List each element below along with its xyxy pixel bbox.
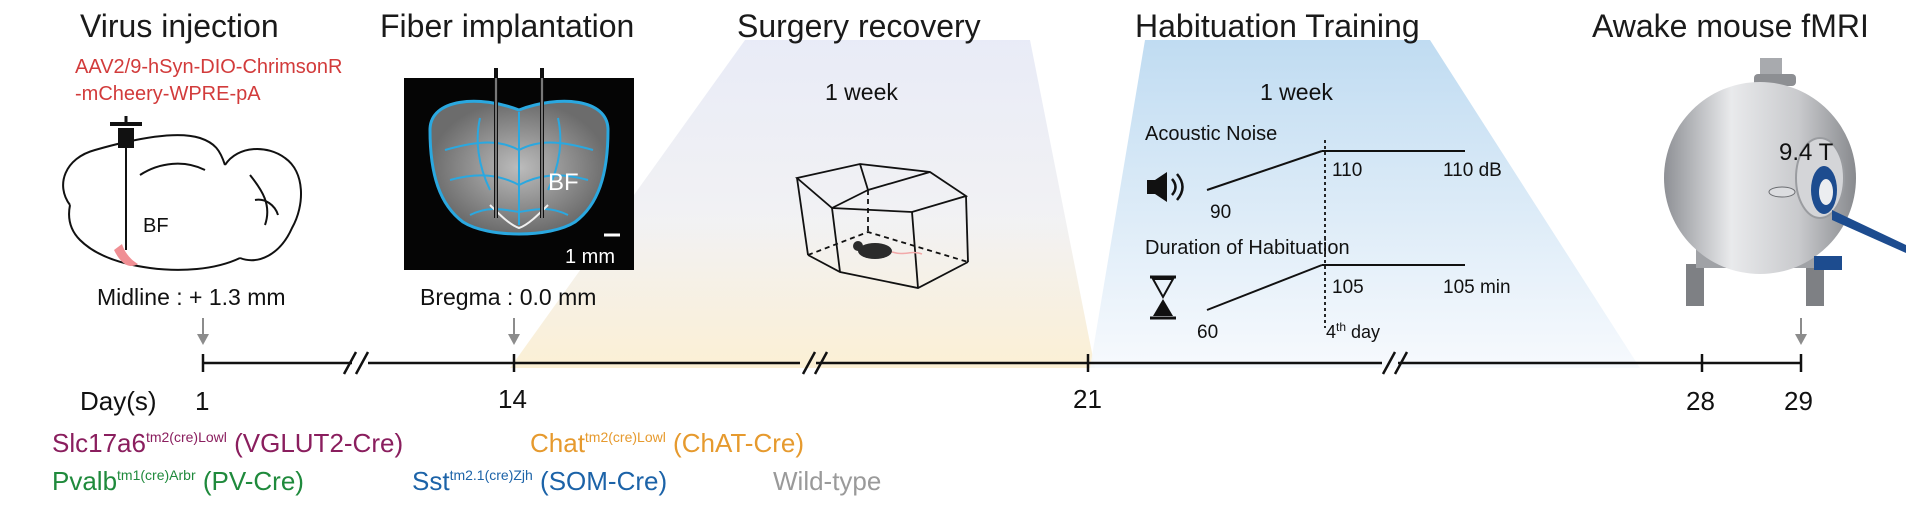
field-strength-label: 9.4 T <box>1779 139 1834 166</box>
cage-icon <box>795 163 969 289</box>
day-label: 1 <box>195 386 209 416</box>
day-label: 28 <box>1686 386 1715 416</box>
hourglass-icon <box>1150 275 1176 320</box>
habituation-duration-label: Duration of Habituation <box>1145 237 1350 259</box>
brain-slice-icon <box>404 68 634 270</box>
arrow-down-icon <box>1795 318 1807 345</box>
fourth-day-label: 4th day <box>1326 320 1380 342</box>
virus-construct-line1: AAV2/9-hSyn-DIO-ChrimsonR <box>75 56 342 78</box>
scale-bar-label: 1 mm <box>565 246 615 268</box>
noise-end-value: 110 dB <box>1443 160 1502 181</box>
strain-chat: Chattm2(cre)Lowl (ChAT-Cre) <box>530 428 804 458</box>
habituation-duration-curve <box>1206 264 1465 311</box>
virus-construct-line2: -mCheery-WPRE-pA <box>75 83 261 105</box>
noise-start-value: 90 <box>1210 202 1231 223</box>
virus-coordinate: Midline : + 1.3 mm <box>97 284 286 310</box>
arrow-down-icon <box>197 318 209 345</box>
virus-region-label: BF <box>143 215 169 237</box>
timeline-axis-label: Day(s) <box>80 386 157 416</box>
day-label: 14 <box>498 384 527 414</box>
timeline-break-marks <box>342 351 1409 375</box>
duration-mid-value: 105 <box>1332 277 1364 298</box>
strain-wild-type: Wild-type <box>773 466 881 496</box>
sagittal-brain-outline <box>62 134 302 271</box>
injection-site-marker <box>114 244 138 267</box>
fiber-region-label: BF <box>548 169 579 196</box>
syringe-icon <box>110 116 142 250</box>
arrow-down-icon <box>508 318 520 345</box>
habituation-stage-title: Habituation Training <box>1135 8 1420 44</box>
strain-vglut2: Slc17a6tm2(cre)Lowl (VGLUT2-Cre) <box>52 428 403 458</box>
mouse-icon <box>853 241 923 259</box>
duration-start-value: 60 <box>1197 322 1218 343</box>
timeline-ticks <box>201 354 1803 372</box>
strain-pv: Pvalbtm1(cre)Arbr (PV-Cre) <box>52 466 304 496</box>
mri-scanner-icon <box>1664 58 1906 306</box>
acoustic-noise-label: Acoustic Noise <box>1145 123 1277 145</box>
surgery-stage-title: Surgery recovery <box>737 8 981 44</box>
virus-stage-title: Virus injection <box>80 8 279 44</box>
noise-mid-value: 110 <box>1332 160 1362 181</box>
surgery-duration: 1 week <box>825 79 898 105</box>
fmri-stage-title: Awake mouse fMRI <box>1592 8 1869 44</box>
habituation-band <box>1090 40 1640 368</box>
day-label: 29 <box>1784 386 1813 416</box>
surgery-recovery-band <box>510 40 1095 368</box>
fiber-coordinate: Bregma : 0.0 mm <box>420 284 596 310</box>
strain-som: Ssttm2.1(cre)Zjh (SOM-Cre) <box>412 466 667 496</box>
acoustic-noise-curve <box>1206 150 1465 191</box>
day-label: 21 <box>1073 384 1102 414</box>
speaker-icon <box>1147 172 1184 202</box>
habituation-duration: 1 week <box>1260 79 1333 105</box>
duration-end-value: 105 min <box>1443 277 1511 298</box>
fiber-stage-title: Fiber implantation <box>380 8 634 44</box>
